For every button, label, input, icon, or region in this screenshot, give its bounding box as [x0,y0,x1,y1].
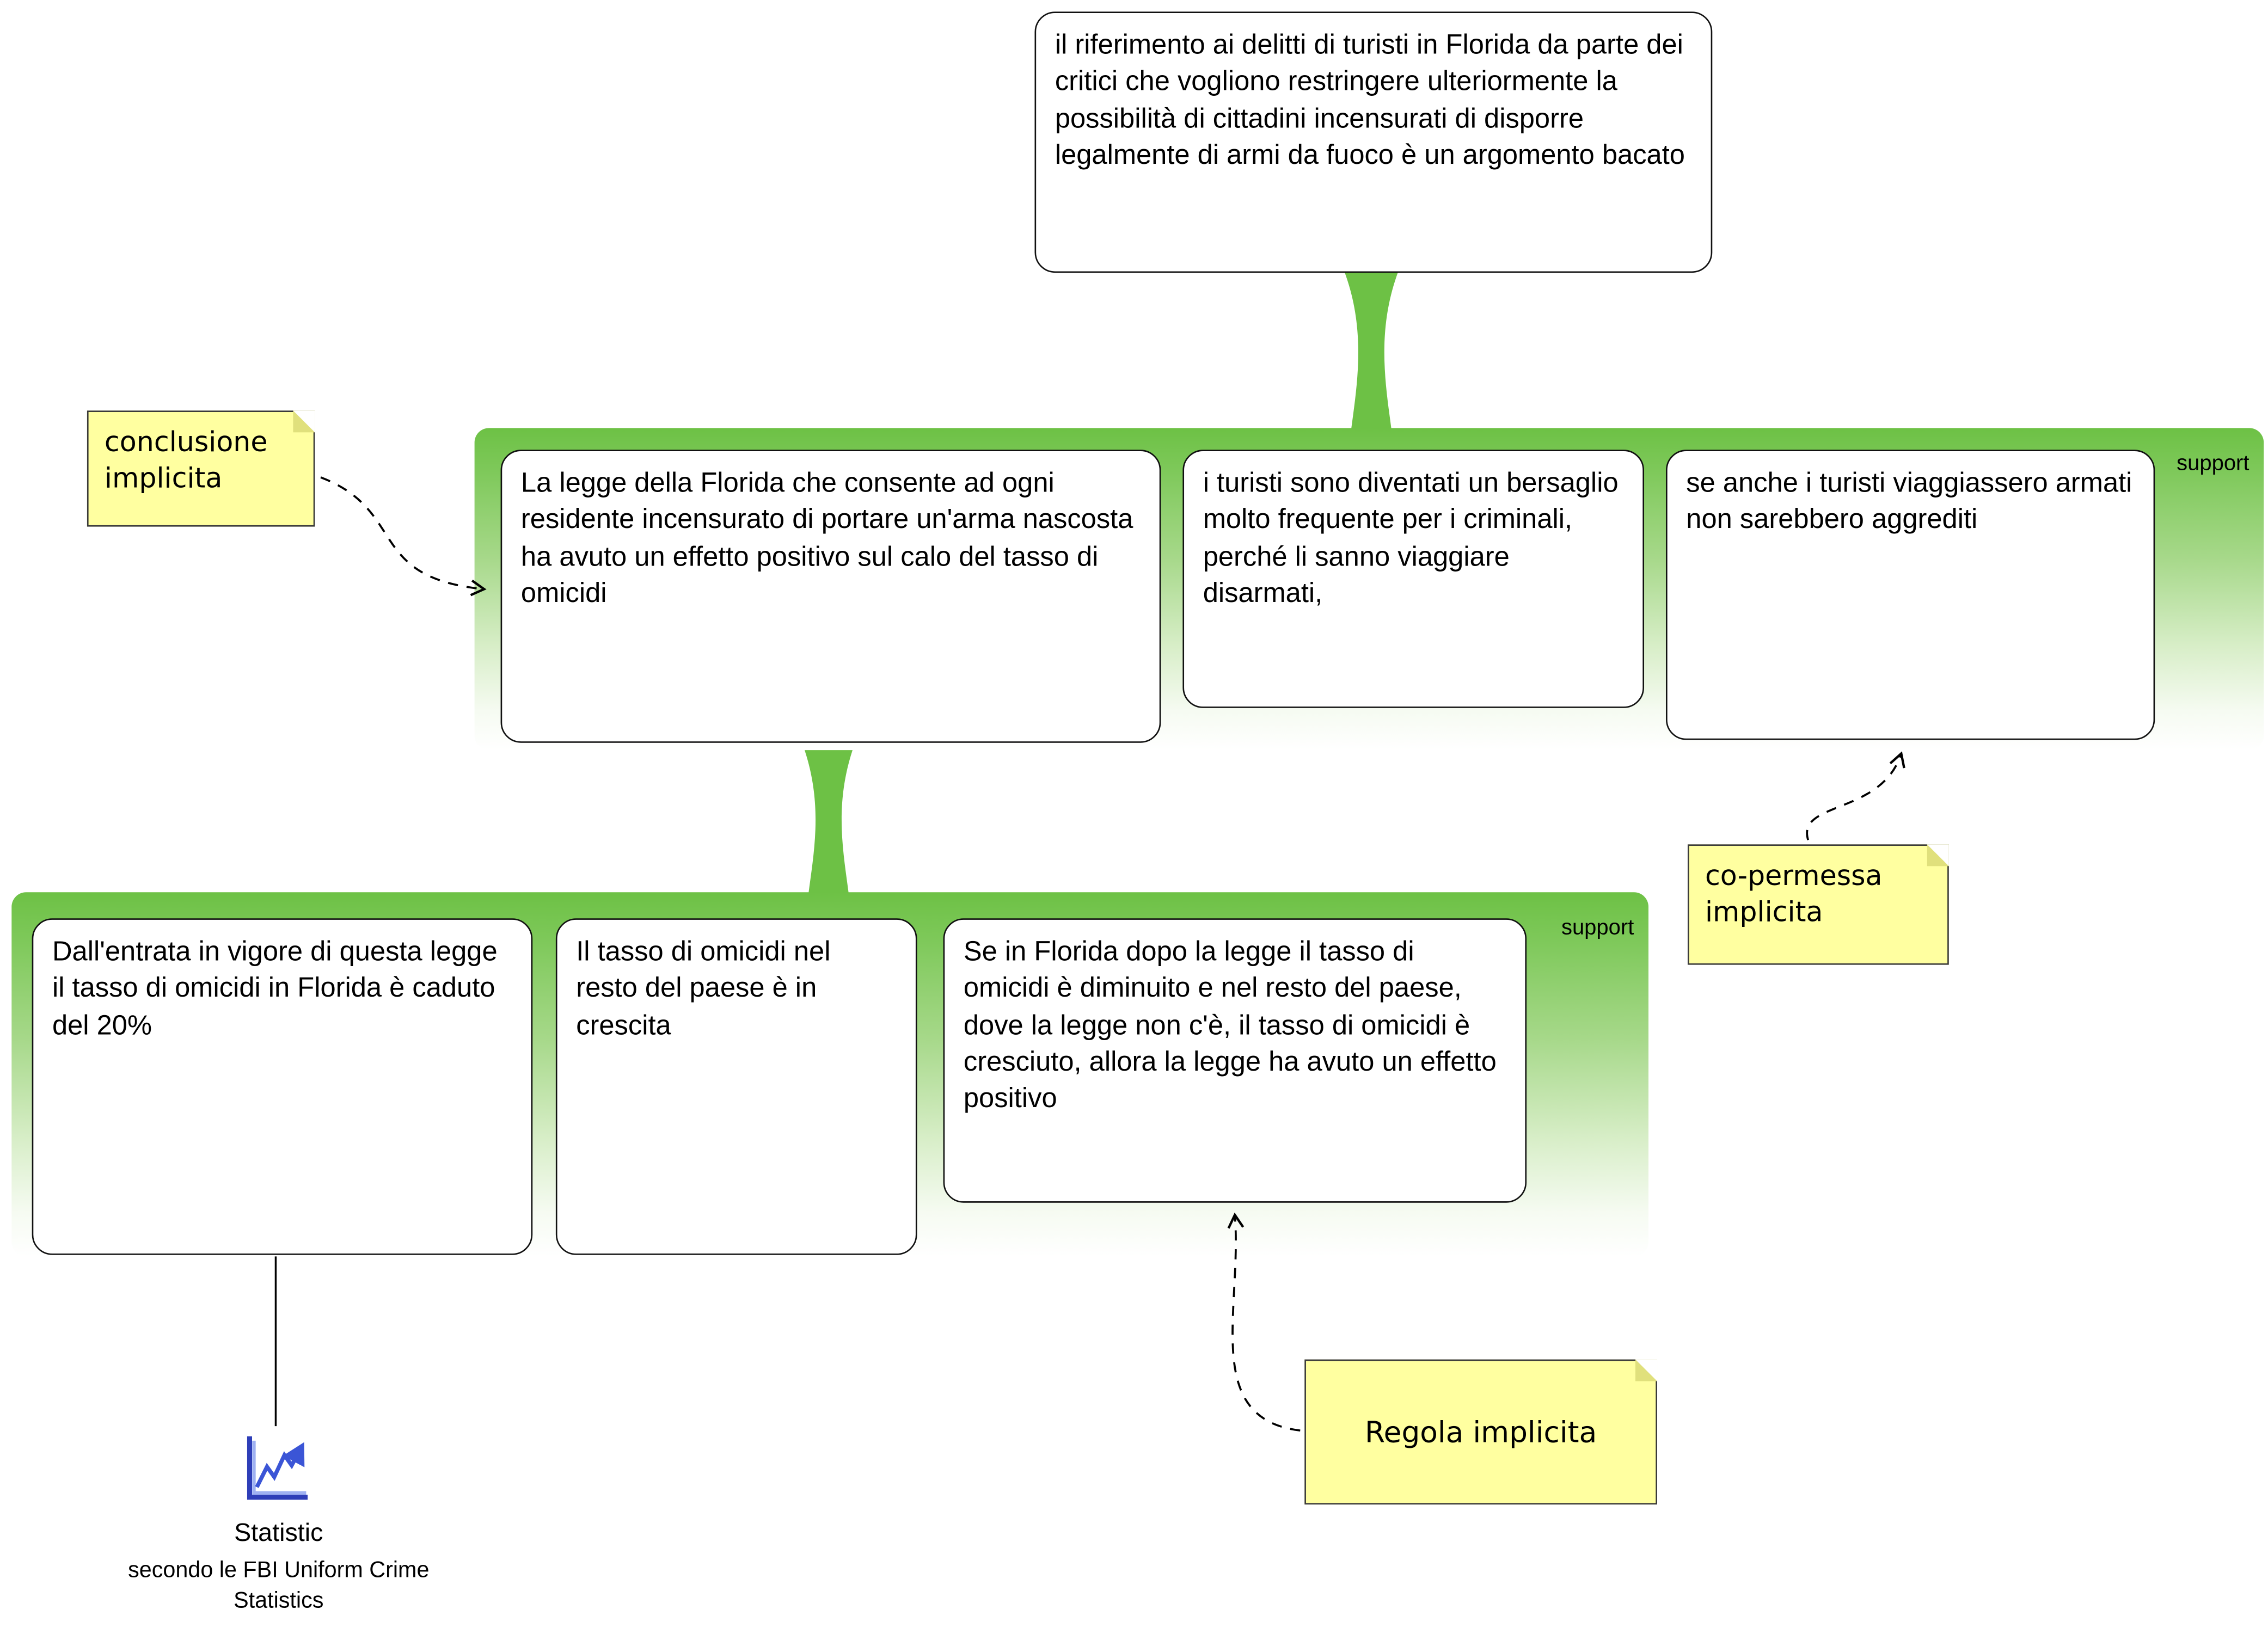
node-premise-tourists-target[interactable]: i turisti sono diventati un bersaglio mo… [1182,450,1645,708]
support-funnel-lower [801,740,856,895]
node-premise-rest-growth[interactable]: Il tasso di omicidi nel resto del paese … [555,918,917,1255]
node-premise-law-effect[interactable]: La legge della Florida che consente ad o… [500,450,1161,743]
node-premise-tourists-armed[interactable]: se anche i turisti viaggiassero armati n… [1665,450,2155,740]
support-funnel-upper [1344,269,1399,431]
note-conclusione-implicita[interactable]: conclusione implicita [87,410,315,527]
chart-trend-line [255,1442,305,1488]
node-premise-drop-20[interactable]: Dall'entrata in vigore di questa legge i… [32,918,533,1255]
note-regola-implicita[interactable]: Regola implicita [1304,1359,1658,1505]
statistic-chart-icon[interactable] [232,1425,325,1512]
evidence-type-label: Statistic [234,1518,323,1547]
note-arrow-copermessa [1806,751,1905,840]
chart-axis-shadow [252,1440,307,1495]
chart-axis [247,1436,308,1500]
note-arrow-conclusione [320,476,487,597]
evidence-source-text: secondo le FBI Uniform Crime Statistics [128,1558,430,1613]
support-label-lower: support [1561,915,1634,941]
node-conclusion[interactable]: il riferimento ai delitti di turisti in … [1034,11,1713,273]
support-label-upper: support [2177,451,2249,476]
node-premise-rule[interactable]: Se in Florida dopo la legge il tasso di … [943,918,1527,1203]
note-copermessa-implicita[interactable]: co-permessa implicita [1687,844,1949,965]
